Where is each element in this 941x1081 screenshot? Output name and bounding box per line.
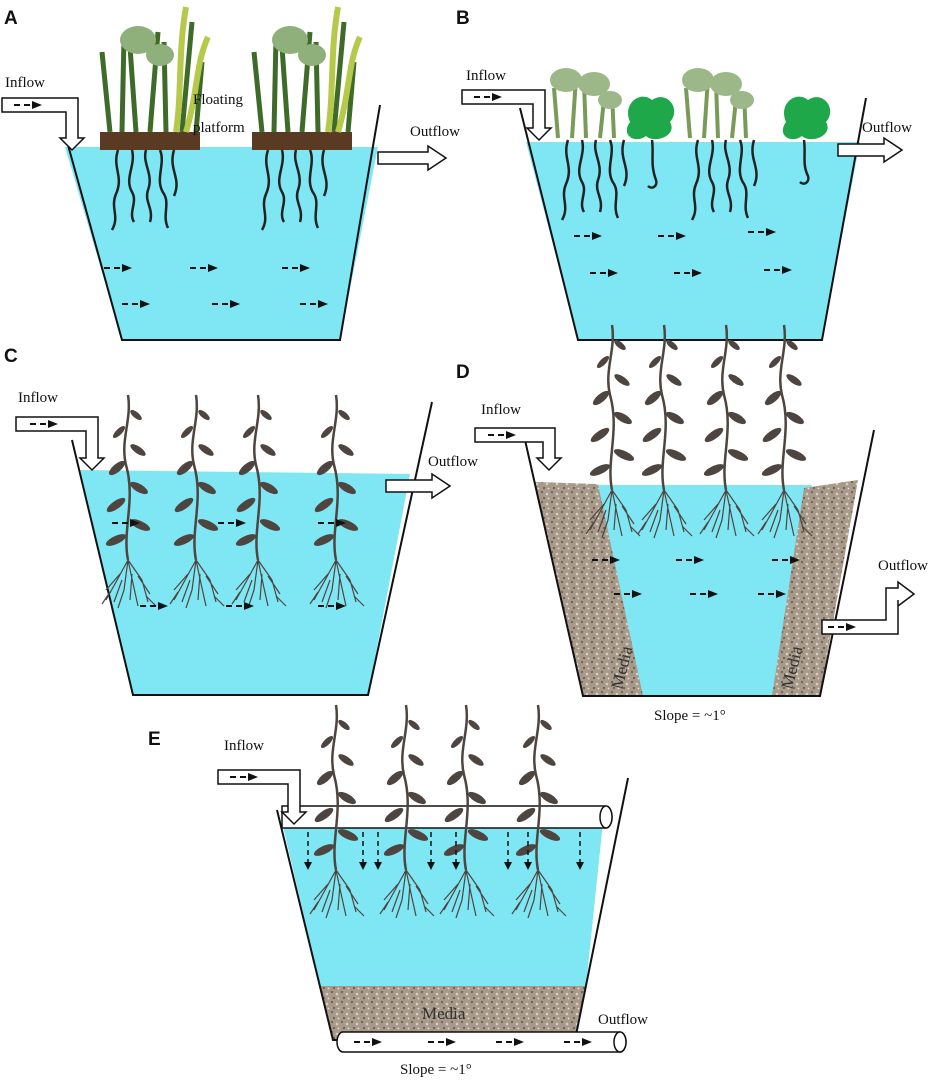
outflow-label: Outflow [878, 558, 928, 574]
inflow-pipe [15, 416, 106, 472]
panel-b-letter: B [456, 8, 470, 29]
outflow-pipe [377, 144, 448, 172]
floating-platform [252, 132, 352, 150]
panel-e-letter: E [148, 729, 161, 750]
media-label: Media [422, 1004, 466, 1023]
floating-platform-label: platform [193, 120, 245, 136]
panel-d: D Media Media Inflow Outflow Slope = ~1° [456, 323, 928, 724]
panel-c: C Inflow Outflow [4, 346, 478, 696]
panel-b-water [526, 142, 860, 340]
inflow-label: Inflow [481, 402, 521, 418]
floating-platform-label: Floating [193, 92, 244, 108]
panel-a: A Floating platform Inflow Outflow [1, 6, 460, 341]
panel-b: B Inflow Outflow [456, 8, 912, 341]
panel-b-plants [550, 68, 831, 140]
inflow-pipe [1, 97, 86, 152]
inflow-label: Inflow [5, 75, 45, 91]
inflow-label: Inflow [224, 738, 264, 754]
panel-a-letter: A [4, 8, 18, 29]
downflow-arrows [307, 832, 581, 862]
inflow-label: Inflow [466, 68, 506, 84]
panel-c-water [80, 470, 410, 695]
outflow-label: Outflow [410, 124, 460, 140]
outflow-pipe [821, 580, 916, 635]
slope-label: Slope = ~1° [654, 708, 726, 724]
panel-a-water [65, 147, 378, 340]
panel-e: E Media Inflow Outflow Slope = ~1 [148, 703, 648, 1078]
inflow-pipe [474, 427, 563, 472]
inflow-pipe [461, 89, 553, 142]
inflow-pipe [217, 769, 308, 826]
panel-e-media [320, 986, 586, 1040]
outflow-pipe [837, 136, 904, 164]
panel-d-media-right [772, 480, 858, 696]
panel-c-letter: C [4, 346, 18, 367]
outflow-label: Outflow [862, 120, 912, 136]
inflow-label: Inflow [18, 390, 58, 406]
outflow-label: Outflow [598, 1012, 648, 1028]
outflow-pipe [385, 472, 452, 500]
outflow-label: Outflow [428, 454, 478, 470]
slope-label: Slope = ~1° [400, 1062, 472, 1078]
floating-platform [100, 132, 200, 150]
panel-d-media-left [535, 482, 643, 696]
panel-d-letter: D [456, 362, 470, 383]
panel-a-plants [99, 6, 363, 133]
